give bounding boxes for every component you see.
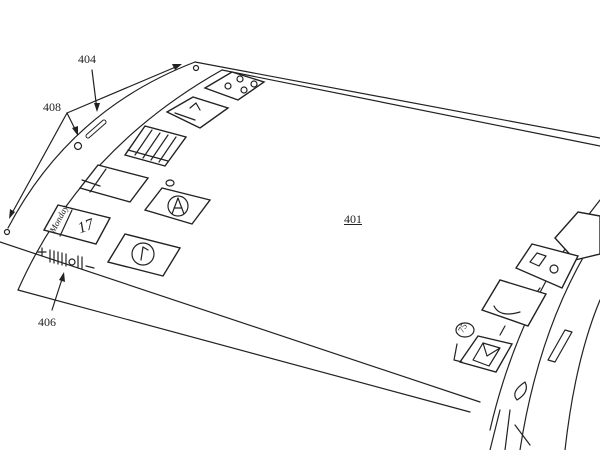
ref-numeral-404: 404 bbox=[78, 52, 96, 66]
sensor-dot-icon bbox=[73, 141, 83, 151]
app-store-icon[interactable] bbox=[143, 179, 212, 225]
music-app-icon[interactable] bbox=[106, 233, 182, 277]
sensor-dot-icon bbox=[3, 228, 11, 236]
sensor-dot-icon bbox=[192, 64, 200, 72]
notes-app-icon[interactable] bbox=[123, 125, 188, 167]
phone-app-icon[interactable] bbox=[480, 279, 548, 327]
mail-badge bbox=[455, 322, 475, 338]
ref-numeral-401: 401 bbox=[344, 212, 362, 226]
charts-app-icon[interactable] bbox=[165, 96, 230, 129]
leader-lines bbox=[9, 64, 182, 311]
app-icon-grid bbox=[42, 71, 266, 277]
ref-numeral-408: 408 bbox=[43, 100, 61, 114]
settings-app-icon[interactable] bbox=[203, 71, 266, 101]
video-app-icon[interactable] bbox=[78, 164, 150, 203]
camera-app-icon[interactable] bbox=[514, 243, 580, 289]
device-outline bbox=[0, 61, 600, 450]
dock-icons bbox=[453, 211, 600, 373]
volume-control-icon bbox=[37, 247, 95, 270]
calendar-app-icon[interactable] bbox=[42, 204, 112, 245]
ref-numeral-406: 406 bbox=[38, 315, 56, 329]
mail-app-icon[interactable] bbox=[453, 322, 514, 373]
